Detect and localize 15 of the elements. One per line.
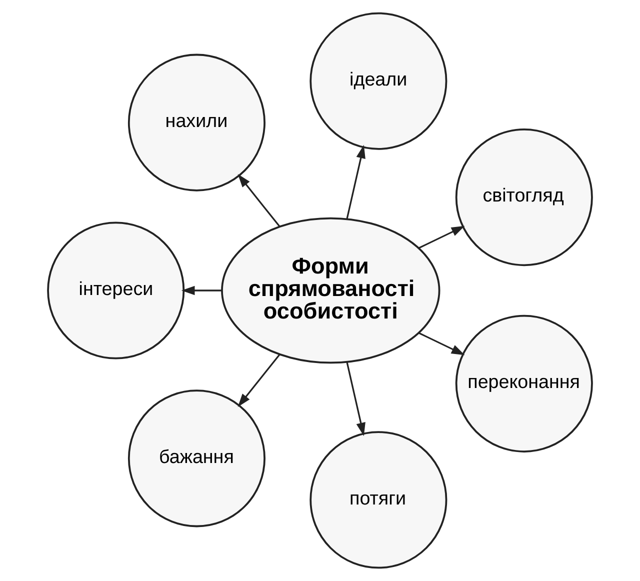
node-circle: світогляд: [455, 128, 593, 266]
node-circle: нахили: [128, 54, 266, 192]
arrow: [418, 332, 465, 356]
arrow: [346, 144, 366, 220]
arrow: [181, 286, 222, 296]
arrow: [418, 226, 465, 249]
node-ellipse: Форми спрямованості особистості: [221, 217, 440, 364]
node-circle: переконання: [455, 314, 593, 452]
node-circle: потяги: [310, 431, 448, 569]
arrow: [346, 362, 366, 436]
node-circle: ідеали: [310, 12, 448, 150]
node-circle: інтереси: [47, 222, 185, 360]
arrow: [238, 174, 280, 228]
arrow: [238, 354, 280, 407]
node-circle: бажання: [128, 390, 266, 528]
